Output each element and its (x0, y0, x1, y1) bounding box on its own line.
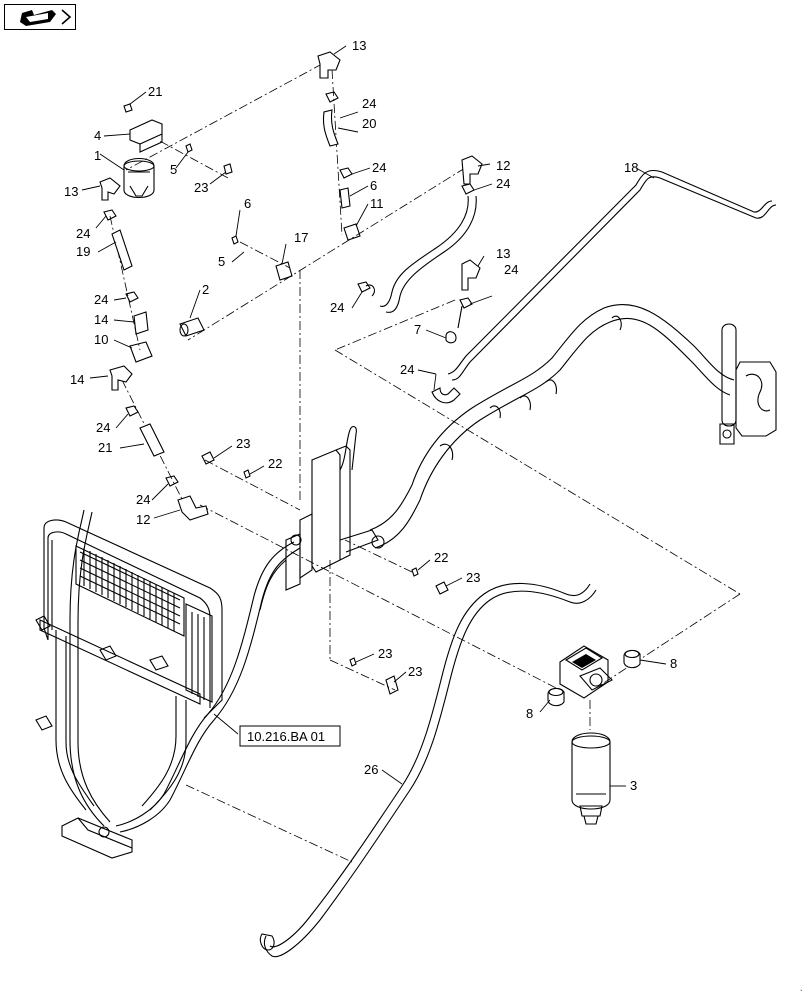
callout-16[interactable]: 18 (624, 160, 638, 175)
return-hose (369, 303, 777, 549)
next-page-arrow-icon (4, 4, 76, 30)
callout-8[interactable]: 8 (526, 706, 533, 721)
callout-13[interactable]: 14 (70, 372, 84, 387)
callout-24[interactable]: 24 (504, 262, 518, 277)
callout-25[interactable]: 24 (400, 362, 414, 377)
callout-17[interactable]: 19 (76, 244, 90, 259)
callout-21[interactable]: 23 (378, 646, 392, 661)
callout-6[interactable]: 6 (370, 178, 377, 193)
mounting-bracket (285, 425, 385, 591)
callout-12[interactable]: 12 (136, 512, 150, 527)
callout-23[interactable]: 23 (194, 180, 208, 195)
callout-labels: 13 21 24 20 4 1 5 24 18 12 23 13 6 24 11… (64, 38, 677, 793)
callout-21[interactable]: 22 (268, 456, 282, 471)
callout-6[interactable]: 6 (244, 196, 251, 211)
callout-5[interactable]: 5 (218, 254, 225, 269)
callout-23[interactable]: 23 (236, 436, 250, 451)
callout-19[interactable]: 21 (98, 440, 112, 455)
callout-3[interactable]: 3 (630, 778, 637, 793)
cooler-frame (35, 519, 223, 859)
reference-label: 10.216.BA 01 (247, 729, 325, 744)
callout-24[interactable]: 24 (372, 160, 386, 175)
callout-24[interactable]: 24 (362, 96, 376, 111)
callout-22[interactable]: 23 (466, 570, 480, 585)
callout-24[interactable]: 24 (76, 226, 90, 241)
callout-5[interactable]: 5 (170, 162, 177, 177)
callout-26[interactable]: 26 (364, 762, 378, 777)
callout-2[interactable]: 2 (202, 282, 209, 297)
fuel-filter-assembly (547, 645, 641, 825)
leader-lines (81, 45, 667, 787)
fuel-line-16 (447, 169, 777, 381)
hose-26 (259, 582, 597, 958)
cooler-hoses (69, 509, 301, 833)
svg-text:`: ` (800, 989, 803, 998)
callout-13[interactable]: 13 (352, 38, 366, 53)
callout-11[interactable]: 12 (496, 158, 510, 173)
callout-12[interactable]: 13 (496, 246, 510, 261)
upper-components (99, 51, 483, 695)
callout-14[interactable]: 14 (94, 312, 108, 327)
callout-4[interactable]: 4 (94, 128, 101, 143)
reference-box[interactable]: 10.216.BA 01 (239, 725, 341, 747)
callout-10[interactable]: 10 (94, 332, 108, 347)
callout-9[interactable]: 11 (370, 196, 384, 211)
callout-7[interactable]: 7 (414, 322, 421, 337)
callout-8[interactable]: 8 (670, 656, 677, 671)
next-page-button[interactable] (4, 4, 76, 30)
callout-13[interactable]: 13 (64, 184, 78, 199)
callout-24[interactable]: 24 (496, 176, 510, 191)
callout-20[interactable]: 21 (148, 84, 162, 99)
callout-21[interactable]: 22 (434, 550, 448, 565)
callout-18[interactable]: 20 (362, 116, 376, 131)
cooler-core-hatch (83, 548, 175, 631)
callout-24[interactable]: 24 (96, 420, 110, 435)
callout-24[interactable]: 24 (330, 300, 344, 315)
callout-23[interactable]: 23 (408, 664, 422, 679)
callout-24[interactable]: 24 (136, 492, 150, 507)
callout-15[interactable]: 17 (294, 230, 308, 245)
callout-1[interactable]: 1 (94, 148, 101, 163)
callout-24[interactable]: 24 (94, 292, 108, 307)
